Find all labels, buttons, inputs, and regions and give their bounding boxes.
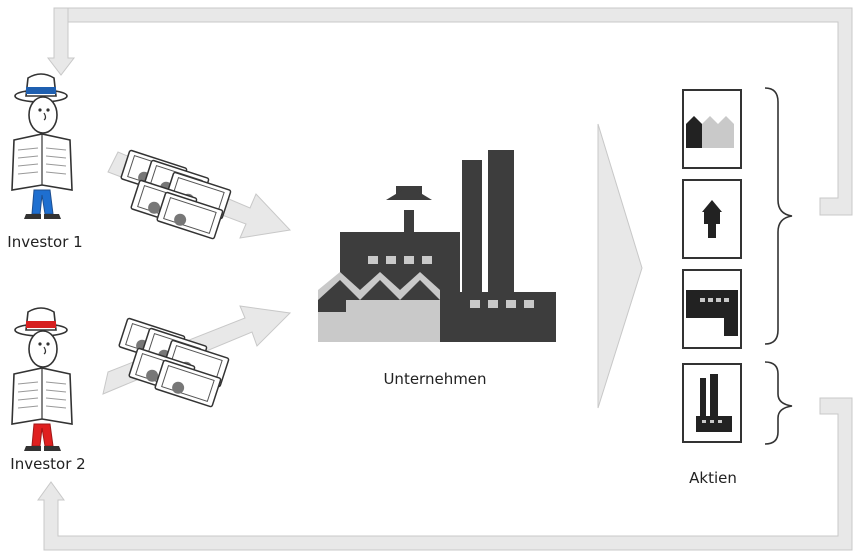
share-building-icon xyxy=(682,269,742,349)
top-return-arrow-shaft xyxy=(46,7,76,76)
money-stack-icon xyxy=(119,149,232,240)
investor-1-figure xyxy=(11,73,73,219)
share-tower-icon xyxy=(682,179,742,259)
share-wall-icon xyxy=(682,89,742,169)
bottom-return-arrow xyxy=(37,397,853,551)
shares-label: Aktien xyxy=(689,469,737,487)
brace-upper xyxy=(764,87,793,345)
investor-1-label: Investor 1 xyxy=(7,233,82,251)
company-label: Unternehmen xyxy=(383,370,486,388)
factory-icon xyxy=(318,150,556,342)
split-funnel xyxy=(597,123,643,409)
brace-lower xyxy=(764,361,793,445)
top-return-arrow xyxy=(67,7,853,216)
investor-2-figure xyxy=(11,307,73,451)
share-chimney-icon xyxy=(682,363,742,443)
investor-2-label: Investor 2 xyxy=(10,455,85,473)
